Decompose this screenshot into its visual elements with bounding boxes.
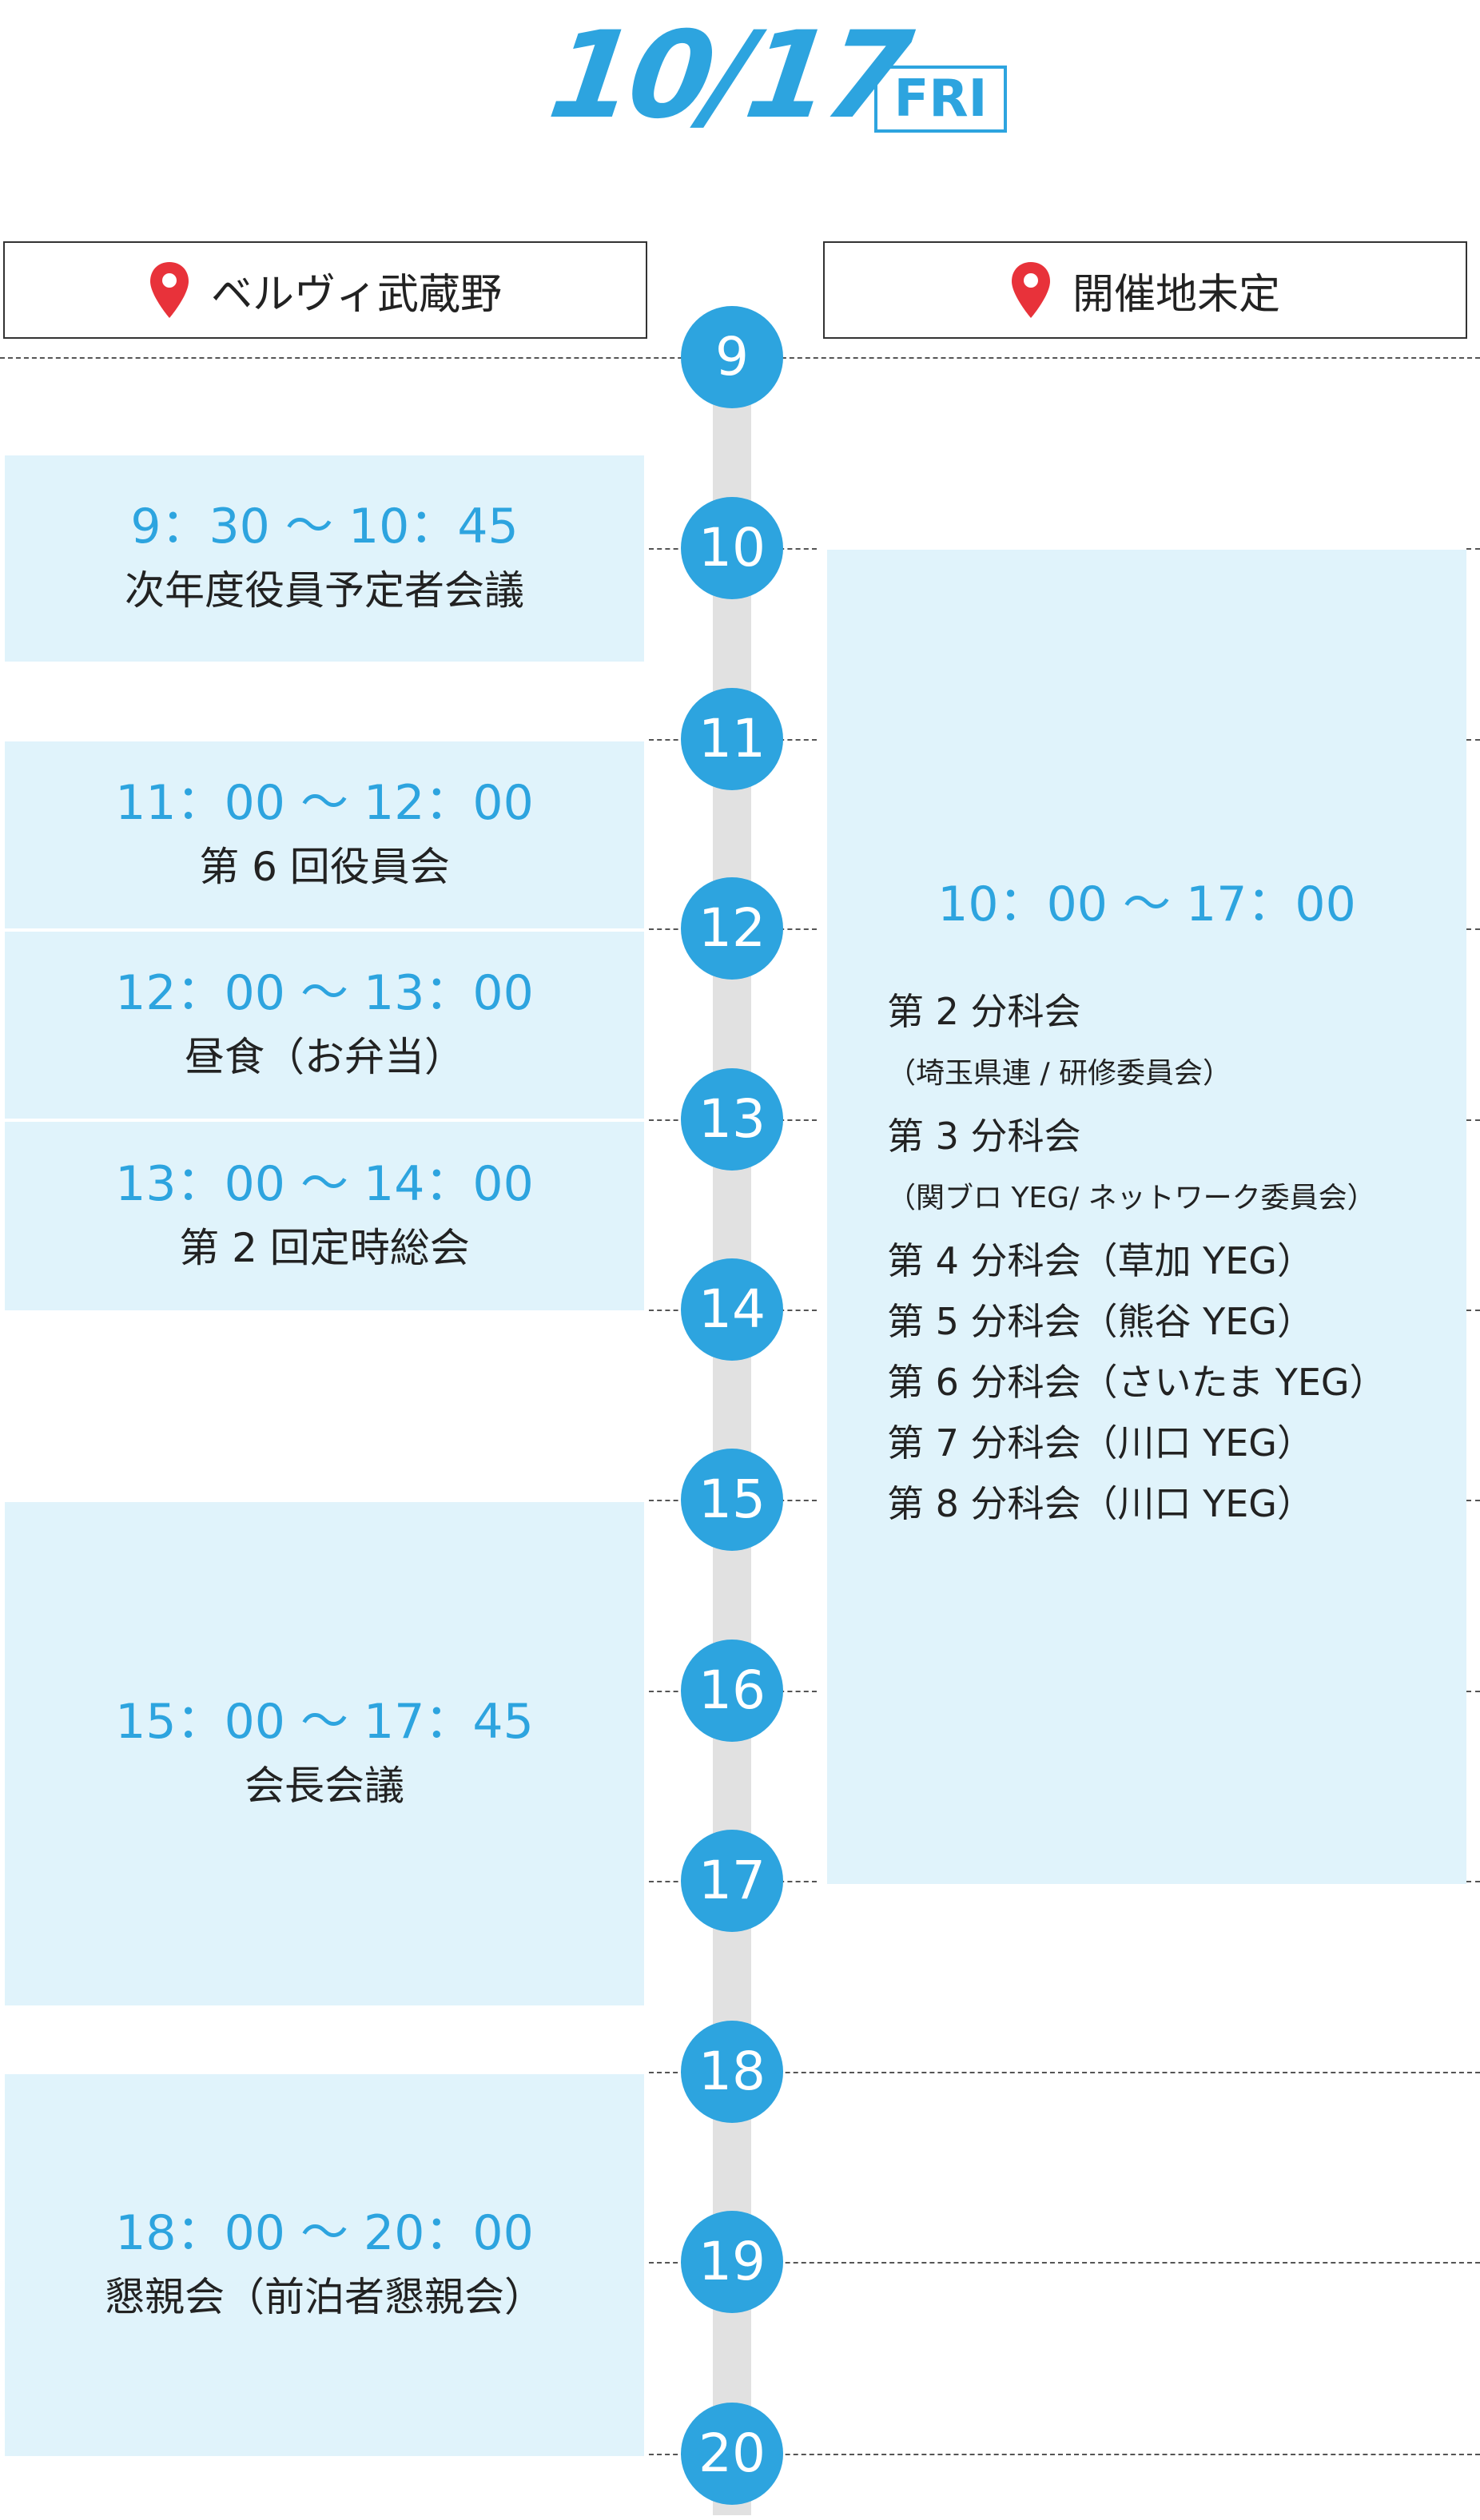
hour-line — [1466, 1881, 1480, 1882]
event-name: 第 2 回定時総会 — [179, 1225, 470, 1271]
hour-marker: 13 — [681, 1068, 783, 1171]
hour-line — [1466, 1500, 1480, 1501]
event-name: 懇親会（前泊者懇親会） — [105, 2274, 544, 2320]
map-pin-icon — [1011, 262, 1050, 318]
hour-marker: 17 — [681, 1830, 783, 1932]
hour-line — [1466, 739, 1480, 741]
date-heading: 10/17 — [541, 6, 915, 145]
session-item: 第 6 分科会（さいたま YEG） — [887, 1361, 1387, 1404]
event-time: 13：00 ～ 14：00 — [115, 1156, 534, 1212]
hour-marker: 10 — [681, 497, 783, 599]
hour-line — [649, 2262, 1480, 2264]
event-name: 昼食（お弁当） — [185, 1034, 464, 1080]
hour-marker: 19 — [681, 2211, 783, 2313]
hour-line — [649, 2072, 1480, 2073]
venue-right-label: 開催地未定 — [1072, 270, 1280, 319]
session-item: 第 4 分科会（草加 YEG） — [887, 1239, 1314, 1282]
hour-marker: 15 — [681, 1449, 783, 1551]
event-block: 9：30 ～ 10：45 次年度役員予定者会議 — [5, 455, 644, 662]
venue-left-header: ベルヴィ武蔵野 — [3, 241, 647, 339]
hour-marker: 16 — [681, 1640, 783, 1742]
hour-marker: 11 — [681, 688, 783, 790]
hour-marker: 9 — [681, 306, 783, 408]
event-name: 会長会議 — [245, 1763, 404, 1809]
hour-line — [1466, 1119, 1480, 1121]
event-block: 15：00 ～ 17：45 会長会議 — [5, 1502, 644, 2005]
venue-right-header: 開催地未定 — [823, 241, 1467, 339]
session-item-host: （埼玉県連 / 研修委員会） — [887, 1057, 1232, 1090]
hour-marker: 12 — [681, 877, 783, 980]
event-time: 12：00 ～ 13：00 — [115, 965, 534, 1021]
event-block: 13：00 ～ 14：00 第 2 回定時総会 — [5, 1122, 644, 1310]
session-item: 第 2 分科会 — [887, 990, 1081, 1033]
event-time: 10：00 ～ 17：00 — [937, 876, 1356, 932]
hour-marker: 18 — [681, 2021, 783, 2123]
hour-line — [1466, 548, 1480, 550]
hour-line — [1466, 1310, 1480, 1311]
hour-line — [649, 2454, 1480, 2455]
event-block: 18：00 ～ 20：00 懇親会（前泊者懇親会） — [5, 2074, 644, 2456]
session-list: 第 2 分科会 （埼玉県連 / 研修委員会） 第 3 分科会 （関ブロ YEG/… — [887, 981, 1387, 1534]
event-time: 11：00 ～ 12：00 — [115, 775, 534, 831]
event-name: 次年度役員予定者会議 — [125, 567, 524, 614]
session-item: 第 7 分科会（川口 YEG） — [887, 1421, 1314, 1465]
hour-line — [1466, 928, 1480, 930]
event-time: 9：30 ～ 10：45 — [130, 499, 519, 554]
hour-marker: 14 — [681, 1258, 783, 1361]
event-block: 11：00 ～ 12：00 第 6 回役員会 — [5, 741, 644, 928]
venue-left-label: ベルヴィ武蔵野 — [210, 270, 502, 319]
timeline-track — [713, 358, 751, 2515]
weekday-badge: FRI — [874, 66, 1007, 133]
session-item-host: （関ブロ YEG/ ネットワーク委員会） — [887, 1182, 1376, 1214]
event-time: 15：00 ～ 17：45 — [115, 1694, 534, 1750]
event-block: 12：00 ～ 13：00 昼食（お弁当） — [5, 932, 644, 1119]
session-item: 第 3 分科会 — [887, 1115, 1081, 1158]
hour-marker: 20 — [681, 2403, 783, 2505]
session-item: 第 8 分科会（川口 YEG） — [887, 1482, 1314, 1525]
hour-line — [1466, 1691, 1480, 1692]
right-event-block: 10：00 ～ 17：00 第 2 分科会 （埼玉県連 / 研修委員会） 第 3… — [827, 550, 1466, 1884]
map-pin-icon — [149, 262, 189, 318]
session-item: 第 5 分科会（熊谷 YEG） — [887, 1300, 1314, 1343]
event-time: 18：00 ～ 20：00 — [115, 2205, 534, 2261]
event-name: 第 6 回役員会 — [199, 844, 450, 890]
